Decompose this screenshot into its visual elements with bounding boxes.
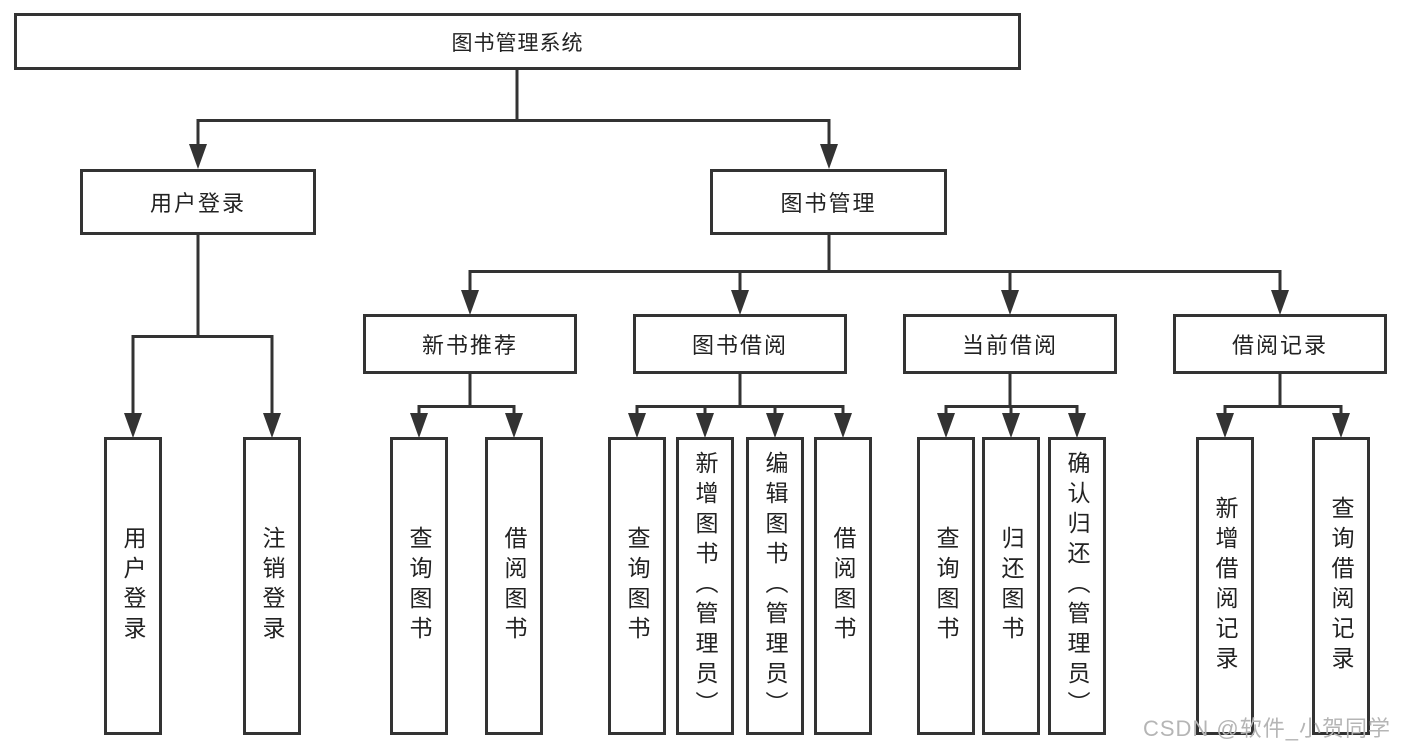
leaf-return-books: 归还图书 <box>982 437 1040 735</box>
node-new-book-recommend: 新书推荐 <box>363 314 577 374</box>
arrowhead-icons <box>124 144 1350 438</box>
leaf-user-login: 用户登录 <box>104 437 162 735</box>
leaf-query-books-recommend: 查询图书 <box>390 437 448 735</box>
leaf-confirm-return-admin: 确认归还（管理员） <box>1048 437 1106 735</box>
node-user-login: 用户登录 <box>80 169 316 235</box>
connector-lines <box>131 70 1343 414</box>
leaf-add-borrow-record: 新增借阅记录 <box>1196 437 1254 735</box>
leaf-borrow-books-recommend: 借阅图书 <box>485 437 543 735</box>
leaf-edit-book-admin: 编辑图书（管理员） <box>746 437 804 735</box>
node-library-management-system: 图书管理系统 <box>14 13 1021 70</box>
node-current-borrowing: 当前借阅 <box>903 314 1117 374</box>
node-book-management: 图书管理 <box>710 169 947 235</box>
leaf-query-borrow-record: 查询借阅记录 <box>1312 437 1370 735</box>
leaf-query-books-current: 查询图书 <box>917 437 975 735</box>
node-book-borrowing: 图书借阅 <box>633 314 847 374</box>
leaf-logout: 注销登录 <box>243 437 301 735</box>
leaf-add-book-admin: 新增图书（管理员） <box>676 437 734 735</box>
leaf-query-books-borrow: 查询图书 <box>608 437 666 735</box>
watermark: CSDN @软件_小贺同学 <box>1142 716 1391 741</box>
node-borrowing-records: 借阅记录 <box>1173 314 1387 374</box>
leaf-borrow-books: 借阅图书 <box>814 437 872 735</box>
